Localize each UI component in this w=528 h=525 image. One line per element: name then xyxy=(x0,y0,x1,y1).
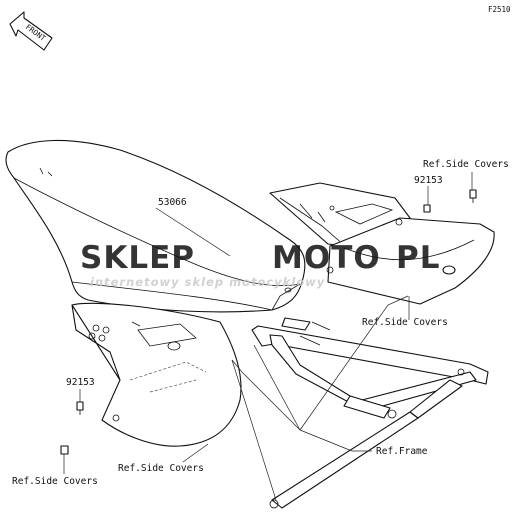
label-frame: Ref.Frame xyxy=(376,446,428,457)
watermark-brand-part3: PL xyxy=(396,240,440,276)
bolt-upper-mid xyxy=(423,204,431,213)
bolt-left-upper xyxy=(76,401,84,415)
seat xyxy=(5,139,306,313)
label-bolt-92153-upper: 92153 xyxy=(414,175,443,186)
side-cover-left xyxy=(71,302,242,447)
watermark-brand-part2: MOTO xyxy=(272,240,381,276)
label-side-covers-bottom-center: Ref.Side Covers xyxy=(118,463,204,474)
front-arrow-icon: FRONT xyxy=(9,11,53,51)
label-side-covers-right: Ref.Side Covers xyxy=(362,317,448,328)
bolt-upper-right xyxy=(469,189,477,203)
figure-code: F2510 xyxy=(488,5,511,14)
leader-lines xyxy=(63,172,473,501)
watermark-brand-part1: SKLEP xyxy=(80,240,195,276)
side-cover-right xyxy=(326,217,495,305)
watermark-tagline: internetowy sklep motocyklowy xyxy=(90,275,325,289)
label-seat-53066: 53066 xyxy=(158,197,187,208)
watermark: SKLEP MOTO PL internetowy sklep motocykl… xyxy=(80,240,440,289)
label-bolt-92153-lower: 92153 xyxy=(66,377,95,388)
label-side-covers-top: Ref.Side Covers xyxy=(423,159,509,170)
bolt-left-lower xyxy=(60,445,69,455)
label-side-covers-bottom-left: Ref.Side Covers xyxy=(12,476,98,487)
rear-frame xyxy=(251,317,489,509)
